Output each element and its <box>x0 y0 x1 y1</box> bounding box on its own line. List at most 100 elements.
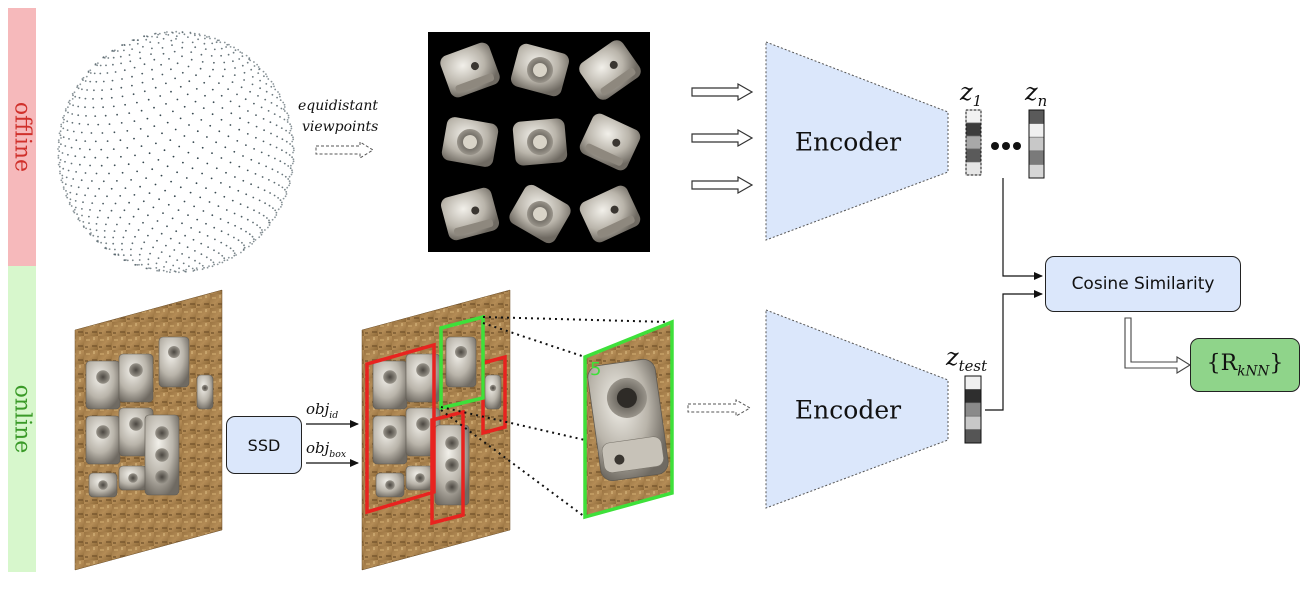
viewpoint-dot <box>292 136 294 139</box>
viewpoint-dot <box>181 253 184 255</box>
viewpoint-dot <box>154 183 157 186</box>
viewpoint-dot <box>95 229 98 232</box>
viewpoint-dot <box>290 134 293 137</box>
viewpoint-dot <box>292 147 295 150</box>
viewpoint-dot <box>175 38 177 40</box>
viewpoint-dot <box>241 52 244 54</box>
viewpoint-dot <box>283 106 286 108</box>
viewpoint-dot <box>183 33 186 36</box>
viewpoint-dot <box>123 49 125 52</box>
viewpoint-dot <box>238 128 241 131</box>
viewpoint-dot <box>179 117 182 120</box>
viewpoint-dot <box>253 148 256 150</box>
viewpoint-dot <box>66 129 69 132</box>
rendered-view-grid <box>440 40 641 244</box>
crop-projection-lines <box>440 316 669 518</box>
viewpoint-dot <box>114 248 116 251</box>
crop-to-encoder-arrow <box>687 399 752 417</box>
viewpoint-dot <box>283 118 286 121</box>
viewpoint-dot <box>245 54 248 57</box>
viewpoint-dot <box>276 171 279 173</box>
viewpoint-dot <box>268 224 271 226</box>
viewpoint-dot <box>209 124 212 127</box>
viewpoint-dot <box>163 266 165 268</box>
viewpoint-dot <box>229 124 232 126</box>
bbox-green <box>439 314 485 411</box>
viewpoint-dot <box>212 261 215 264</box>
viewpoint-dot <box>253 102 255 105</box>
viewpoint-dot <box>84 140 87 143</box>
latent-cell <box>965 135 982 150</box>
detections-image <box>361 289 511 571</box>
latent-cell <box>964 429 982 444</box>
viewpoint-dot <box>66 193 69 195</box>
viewpoint-dot <box>277 197 279 199</box>
viewpoint-dot <box>223 257 226 260</box>
viewpoint-dot <box>88 222 90 225</box>
part <box>196 374 214 410</box>
latent-cell <box>1028 136 1045 152</box>
viewpoint-dot <box>204 34 206 37</box>
viewpoint-dot <box>116 223 118 226</box>
z1-to-cosine-line <box>1002 178 1043 280</box>
viewpoint-dot <box>251 243 254 245</box>
viewpoint-dot <box>90 132 93 134</box>
viewpoint-dot <box>155 262 158 265</box>
viewpoint-dot <box>240 251 242 254</box>
viewpoint-dot <box>161 47 164 49</box>
viewpoint-dot <box>201 61 204 63</box>
viewpoint-dot <box>171 217 174 220</box>
viewpoint-dot <box>112 105 115 108</box>
viewpoint-dot <box>121 44 123 46</box>
viewpoint-dot <box>288 132 291 134</box>
viewpoint-dot <box>143 63 146 66</box>
viewpoint-dot <box>112 148 115 151</box>
viewpoint-dot <box>124 103 126 106</box>
viewpoint-dot <box>236 140 239 142</box>
viewpoint-dot <box>248 233 251 236</box>
viewpoint-dot <box>255 125 258 128</box>
viewpoint-dot <box>136 264 139 266</box>
viewpoint-dot <box>111 49 114 52</box>
viewpoint-dot <box>83 156 86 159</box>
viewpoint-dot <box>248 245 250 248</box>
part <box>118 465 148 491</box>
viewpoint-dot <box>130 248 132 251</box>
viewpoint-dot <box>84 80 87 82</box>
viewpoint-dot <box>80 131 83 134</box>
viewpoint-dot <box>136 39 139 41</box>
viewpoint-dot <box>261 231 264 234</box>
viewpoint-dot <box>139 185 142 188</box>
viewpoint-dot <box>176 259 179 261</box>
viewpoint-dot <box>126 259 129 262</box>
viewpoint-dot <box>229 46 232 48</box>
viewpoint-dot <box>219 218 222 220</box>
viewpoint-dot <box>248 57 251 59</box>
viewpoint-dot <box>253 61 255 63</box>
viewpoint-dot <box>242 155 244 157</box>
viewpoint-dot <box>123 259 126 261</box>
viewpoint-dot <box>251 76 254 78</box>
viewpoint-dot <box>127 163 130 166</box>
viewpoint-dot <box>160 232 163 235</box>
viewpoint-dot <box>259 87 261 90</box>
viewpoint-dot <box>289 182 291 185</box>
viewpoint-dot <box>145 267 148 270</box>
viewpoint-dot <box>142 45 144 48</box>
viewpoint-dot <box>148 192 151 195</box>
viewpoint-dot <box>116 113 118 116</box>
viewpoint-dot <box>220 47 223 50</box>
viewpoint-dot <box>242 248 245 251</box>
viewpoint-dot <box>290 164 292 167</box>
viewpoint-dot <box>161 132 163 135</box>
viewpoint-dot <box>227 135 230 138</box>
viewpoint-dot <box>250 183 253 186</box>
viewpoint-dot <box>103 230 106 232</box>
viewpoint-dot <box>291 156 293 159</box>
viewpoint-dot <box>155 142 157 145</box>
viewpoint-dot <box>204 48 207 50</box>
rendered-view <box>440 187 500 241</box>
viewpoint-dot <box>181 71 184 74</box>
viewpoint-dot <box>257 186 260 189</box>
viewpoint-dot <box>59 172 61 175</box>
